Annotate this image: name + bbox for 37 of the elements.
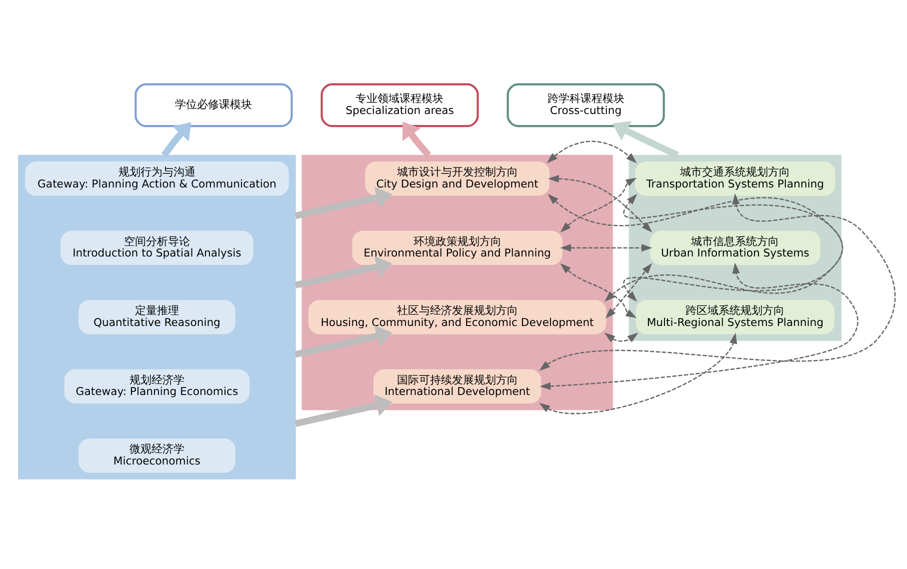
node-box: 学位必修课模块: [134, 82, 293, 127]
arrow: [546, 140, 637, 163]
node-box: 城市信息系统方向 Urban Information Systems: [650, 230, 820, 264]
node-box: 国际可持续发展规划方向 International Development: [373, 368, 542, 403]
node-box: 跨学科课程模块 Cross-cutting: [506, 82, 665, 127]
node-box: 环境政策规划方向 Environmental Policy and Planning: [352, 230, 562, 264]
cluster: [628, 154, 842, 340]
arrow: [539, 332, 738, 414]
node-box: 微观经济学 Microeconomics: [78, 438, 236, 472]
arrow: [548, 194, 844, 302]
arrow: [560, 177, 637, 232]
arrow: [540, 262, 858, 390]
node-box: 定量推理 Quantitative Reasoning: [78, 300, 236, 334]
cluster: [302, 154, 613, 410]
node-box: 跨区域系统规划方向 Multi-Regional Systems Planning: [636, 300, 834, 334]
cluster: [18, 154, 296, 479]
arrow: [604, 193, 844, 302]
node-box: 城市交通系统规划方向 Transportation Systems Planning: [635, 161, 836, 196]
arrow: [605, 262, 652, 318]
arrow: [294, 394, 392, 426]
arrow: [294, 256, 392, 288]
arrow: [402, 121, 432, 157]
node-box: 空间分析导论 Introduction to Spatial Analysis: [60, 230, 254, 264]
arrow: [539, 192, 896, 370]
arrow: [604, 332, 638, 342]
arrow: [560, 244, 652, 252]
arrow: [560, 262, 637, 318]
arrow: [294, 186, 392, 219]
arrow: [161, 122, 192, 157]
node-box: 社区与经济发展规划方向 Housing, Community, and Economic Development: [308, 300, 606, 334]
arrow: [548, 174, 652, 232]
node-box: 城市设计与开发控制方向 City Design and Development: [365, 161, 550, 196]
node-box: 专业领域课程模块 Specialization areas: [320, 82, 479, 127]
node-box: 规划行为与沟通 Gateway: Planning Action & Communication: [25, 161, 289, 196]
node-box: 规划经济学 Gateway: Planning Economics: [64, 368, 250, 403]
arrow: [612, 120, 680, 158]
arrow: [294, 324, 392, 358]
